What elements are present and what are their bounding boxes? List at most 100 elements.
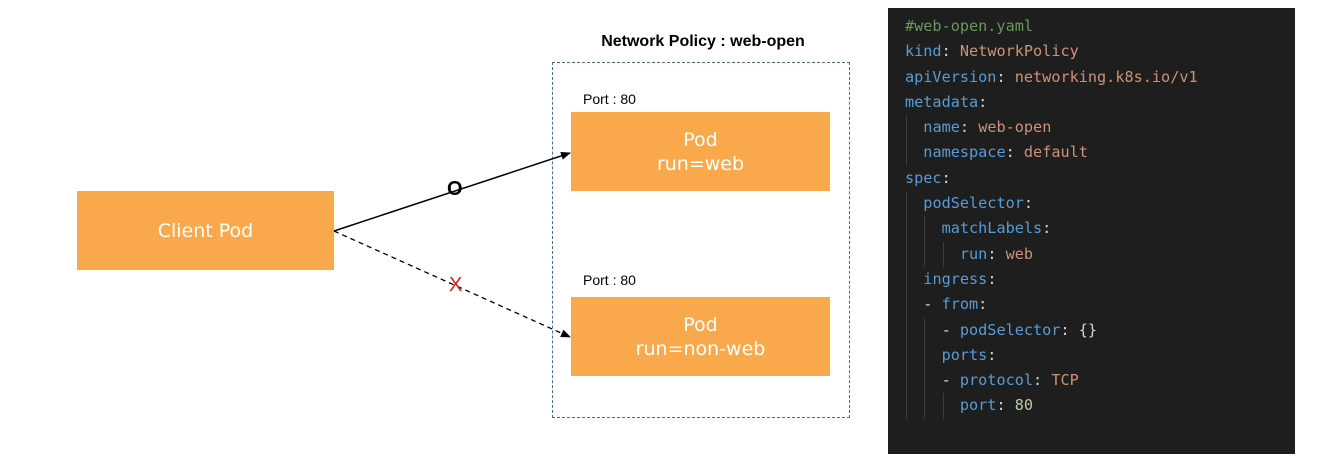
code-space: [996, 245, 1005, 263]
code-line: #web-open.yaml: [905, 14, 1295, 39]
code-colon: :: [941, 42, 951, 61]
code-key: apiVersion: [905, 67, 997, 86]
allowed-mark: O: [447, 178, 463, 200]
code-line: namespace: default: [905, 140, 1295, 166]
code-key: namespace: [923, 143, 1006, 162]
code-colon: :: [1033, 371, 1043, 390]
indent-guide: [906, 368, 907, 394]
code-colon: :: [987, 244, 997, 263]
code-key: matchLabels: [941, 219, 1043, 238]
indent-guide: [924, 368, 926, 394]
indent-guide: [924, 393, 926, 419]
code-value: TCP: [1051, 371, 1079, 390]
code-key: kind: [905, 42, 942, 61]
code-dash: -: [941, 320, 960, 339]
indent-guide: [906, 216, 907, 242]
code-key: from: [941, 295, 979, 314]
code-key: podSelector: [923, 194, 1024, 213]
code-line: port: 80: [905, 393, 1295, 419]
code-colon: :: [987, 345, 997, 364]
allowed-arrow: [333, 152, 571, 232]
denied-mark: X: [449, 274, 463, 296]
code-key: spec: [905, 168, 942, 187]
code-line: metadata:: [905, 90, 1295, 115]
code-line: podSelector:: [905, 191, 1295, 217]
code-space: [1070, 321, 1079, 339]
code-line: ports:: [905, 342, 1295, 369]
code-punct: {}: [1078, 320, 1098, 339]
code-line: - from:: [905, 292, 1295, 318]
code-colon: :: [1060, 320, 1070, 339]
code-line: spec:: [905, 166, 1295, 191]
client-pod: Client Pod: [77, 191, 334, 270]
non-web-pod-name: Pod: [683, 313, 718, 336]
code-colon: :: [996, 67, 1006, 86]
client-pod-label: Client Pod: [157, 219, 254, 242]
code-value: web: [1005, 244, 1034, 263]
code-key: podSelector: [959, 320, 1061, 339]
indent-guide: [906, 317, 907, 343]
code-line: matchLabels:: [905, 216, 1295, 242]
code-colon: :: [1042, 219, 1052, 238]
code-space: [1006, 68, 1015, 86]
indent-guide: [906, 115, 907, 141]
code-key: name: [923, 118, 960, 137]
code-space: [1042, 371, 1051, 389]
indent-guide: [906, 191, 907, 217]
code-colon: :: [1023, 194, 1034, 213]
code-value: networking.k8s.io/v1: [1014, 67, 1198, 86]
code-line: - protocol: TCP: [905, 368, 1295, 394]
code-comment: #web-open.yaml: [905, 17, 1034, 35]
code-space: [951, 42, 960, 60]
indent-guide: [906, 140, 907, 166]
indent-guide: [906, 292, 907, 318]
code-dash: -: [923, 295, 942, 314]
web-pod-port-label: Port : 80: [583, 91, 636, 107]
code-line: - podSelector: {}: [905, 317, 1295, 343]
non-web-pod-selector: run=non-web: [635, 337, 766, 360]
code-line: kind: NetworkPolicy: [905, 39, 1295, 64]
connection-arrows: [333, 152, 571, 338]
indent-guide: [906, 393, 907, 419]
code-colon: :: [959, 118, 970, 137]
code-colon: :: [978, 92, 988, 111]
indent-guide: [924, 216, 926, 242]
code-value: web-open: [978, 118, 1052, 137]
code-space: [1015, 143, 1024, 161]
code-colon: :: [941, 168, 951, 187]
code-key: port: [959, 396, 997, 415]
code-line: run: web: [905, 241, 1295, 267]
code-space: [1006, 396, 1015, 414]
code-key: protocol: [959, 371, 1034, 390]
code-key: ports: [941, 345, 988, 364]
web-pod-name: Pod: [683, 128, 718, 151]
indent-guide: [906, 266, 907, 293]
indent-guide: [924, 342, 926, 369]
indent-guide: [906, 241, 907, 267]
code-value: default: [1023, 143, 1088, 162]
code-colon: :: [978, 295, 988, 314]
code-line: name: web-open: [905, 115, 1295, 141]
denied-arrow: [333, 230, 571, 338]
non-web-pod: Pod run=non-web: [571, 297, 830, 376]
code-value: NetworkPolicy: [959, 42, 1079, 61]
code-line: ingress:: [905, 266, 1295, 293]
code-key: run: [959, 244, 988, 263]
policy-boundary: [552, 62, 850, 418]
code-key: ingress: [923, 269, 988, 288]
web-pod-selector: run=web: [656, 152, 745, 175]
code-dash: -: [941, 371, 960, 390]
code-colon: :: [987, 269, 997, 288]
web-pod: Pod run=web: [571, 112, 830, 191]
code-line: apiVersion: networking.k8s.io/v1: [905, 65, 1295, 90]
code-colon: :: [996, 396, 1006, 415]
indent-guide: [924, 317, 926, 343]
code-colon: :: [1005, 143, 1015, 162]
indent-guide: [906, 342, 907, 369]
non-web-pod-port-label: Port : 80: [583, 272, 636, 288]
indent-guide: [942, 241, 944, 267]
policy-title: Network Policy : web-open: [601, 33, 805, 50]
code-key: metadata: [905, 92, 979, 111]
